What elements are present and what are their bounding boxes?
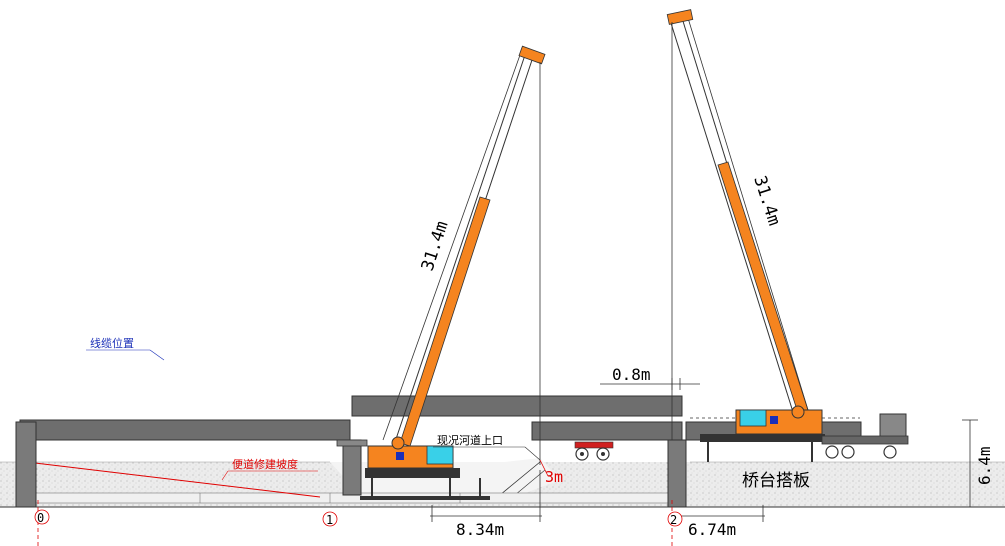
- height-label: 6.4m: [975, 446, 994, 485]
- pier-annotation: 线缆位置: [86, 336, 165, 361]
- axis-1-label: 1: [326, 513, 333, 527]
- span-right-dimension: 6.74m: [680, 505, 765, 539]
- span-right-label: 6.74m: [688, 520, 736, 539]
- crane-left: [360, 45, 546, 500]
- left-boom-length: 31.4m: [418, 219, 453, 274]
- ramp-label: 便道修建坡度: [232, 457, 298, 471]
- red-truck: [574, 441, 614, 461]
- axis-0-label: 0: [37, 511, 44, 525]
- span-left-label: 8.34m: [456, 520, 504, 539]
- gap-dimension: 0.8m: [600, 365, 700, 390]
- abutment-label: 桥台搭板: [742, 471, 810, 491]
- height-dimension: 6.4m: [962, 419, 994, 508]
- axis-2-label: 2: [670, 513, 677, 527]
- crane-right: [666, 9, 909, 462]
- ramp-annotation: 便道修建坡度: [221, 457, 318, 481]
- ground: [0, 458, 1005, 508]
- ramp-line: [34, 462, 321, 498]
- river-mouth-label: 现况河道上口: [437, 433, 503, 447]
- span-left-dimension: 8.34m: [430, 470, 542, 539]
- water-depth-dimension: 3m: [539, 459, 563, 486]
- river-mouth-annotation: 现况河道上口: [433, 433, 541, 461]
- gap-label: 0.8m: [612, 365, 651, 384]
- water-depth-label: 3m: [545, 468, 563, 486]
- pier-label: 线缆位置: [90, 336, 134, 350]
- left-bridge: [15, 419, 368, 508]
- axis-markers: 0 1 2: [34, 500, 683, 546]
- right-boom-length: 31.4m: [749, 173, 784, 228]
- lifted-beam: [351, 395, 683, 417]
